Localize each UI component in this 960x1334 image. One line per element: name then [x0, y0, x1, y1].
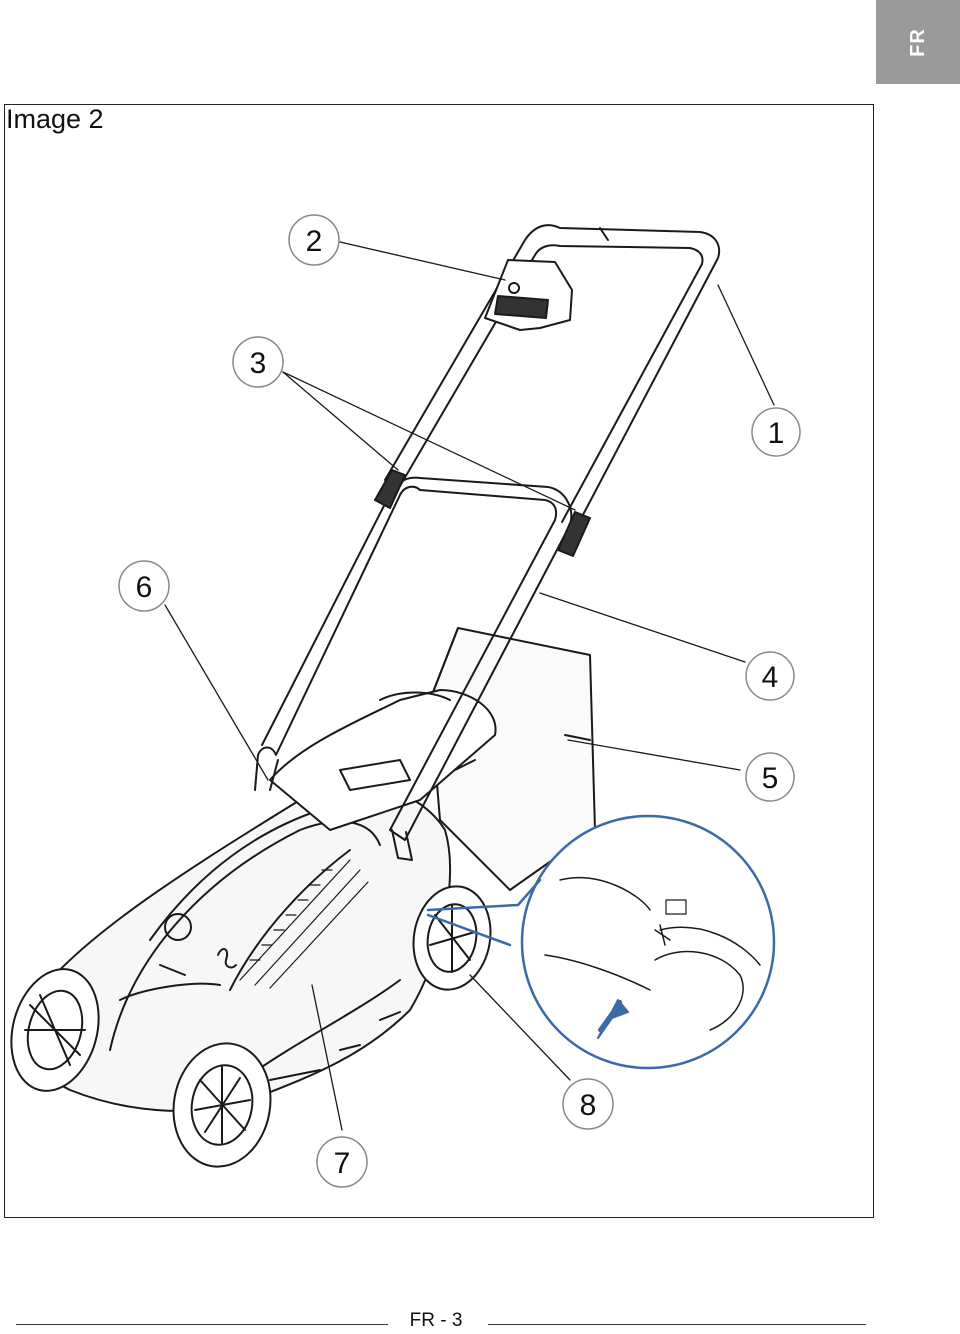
footer-rule-left	[16, 1324, 388, 1325]
callout-circle-4	[745, 651, 795, 701]
rear-wheel	[412, 885, 492, 991]
lower-handle	[254, 476, 573, 861]
callout-label-8: 8	[580, 1089, 597, 1122]
callout-label-2: 2	[306, 225, 323, 258]
callout-circle-5	[745, 752, 795, 802]
callout-label-7: 7	[334, 1147, 351, 1180]
callout-circle-6	[118, 560, 170, 612]
switch-box	[484, 227, 609, 331]
footer-rule-right	[488, 1324, 866, 1325]
callout-circle-1	[751, 407, 801, 457]
mower-body	[19, 689, 497, 1112]
front-right-wheel	[172, 1042, 272, 1168]
callout-label-3: 3	[250, 347, 267, 380]
page-number: FR - 3	[409, 1310, 463, 1331]
front-left-wheel	[10, 968, 100, 1092]
callout-circle-7	[316, 1136, 368, 1188]
callout-label-4: 4	[762, 661, 779, 694]
language-tab: FR	[876, 0, 960, 84]
handle-knobs	[374, 469, 591, 557]
figure-title: Image 2	[6, 104, 104, 134]
detail-inset	[426, 814, 776, 1070]
callout-label-6: 6	[136, 571, 153, 604]
callout-circle-8	[562, 1078, 614, 1130]
callout-label-5: 5	[762, 762, 779, 795]
callout-circle-2	[288, 214, 340, 266]
upper-handle	[384, 224, 720, 531]
callout-label-1: 1	[768, 417, 785, 450]
callout-circle-3	[232, 336, 284, 388]
grass-box	[429, 627, 596, 891]
figure-frame	[4, 104, 874, 1218]
